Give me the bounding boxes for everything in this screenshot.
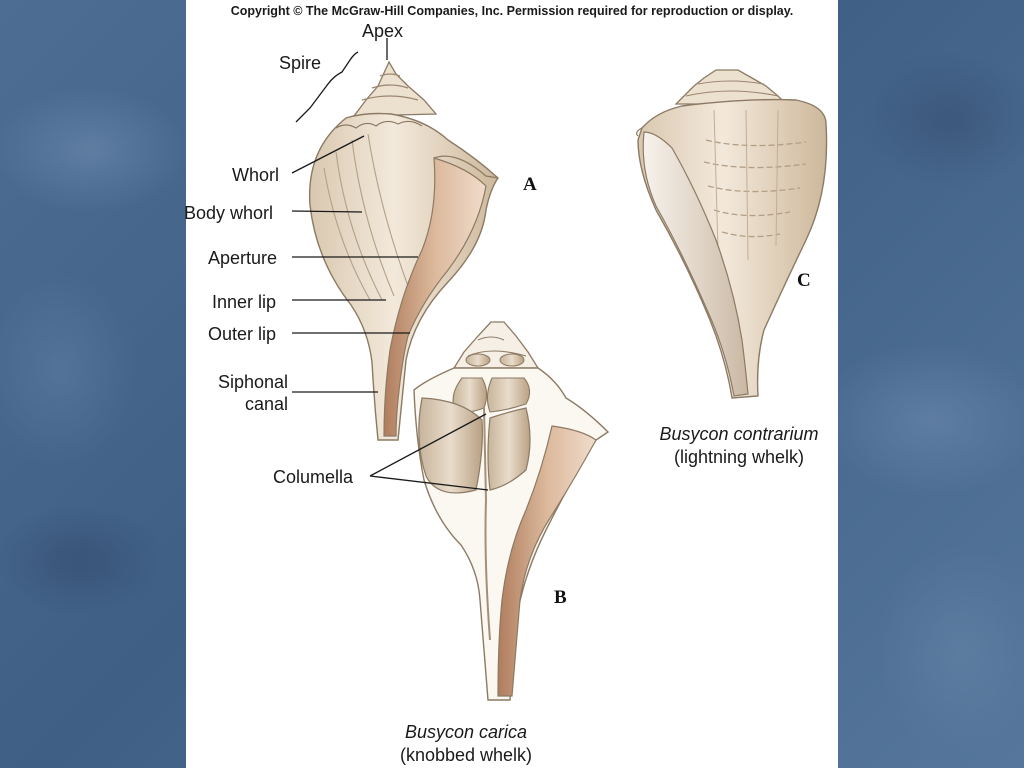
label-body-whorl: Body whorl [184,203,274,223]
label-whorl: Whorl [232,165,280,185]
whelk-illustration [291,38,828,701]
caption-knobbed-whelk: Busycon carica (knobbed whelk) [366,721,566,767]
label-aperture: Aperture [208,248,278,268]
label-siphonal-line2: canal [244,394,288,414]
shell-b-drawing [413,321,610,701]
label-outer-lip: Outer lip [208,324,277,344]
caption-knobbed-scientific: Busycon carica [404,722,528,742]
caption-lightning-scientific: Busycon contrarium [659,424,819,444]
label-siphonal-canal: Siphonal canal [196,371,288,415]
figure-letter-b: B [554,587,567,608]
caption-lightning-whelk: Busycon contrarium (lightning whelk) [639,423,839,469]
copyright-notice: Copyright © The McGraw-Hill Companies, I… [230,4,794,18]
label-spire: Spire [279,53,322,73]
shell-a-drawing [308,60,499,441]
label-inner-lip: Inner lip [212,292,277,312]
caption-knobbed-common: (knobbed whelk) [399,745,533,765]
caption-lightning-common: (lightning whelk) [673,447,805,467]
shell-c-drawing [636,69,828,399]
leader-lines [291,38,489,491]
label-siphonal-line1: Siphonal [217,372,288,392]
figure-letter-c: C [797,270,811,291]
figure-letter-a: A [523,174,537,195]
figure-panel: Copyright © The McGraw-Hill Companies, I… [184,0,839,768]
label-columella: Columella [273,467,354,487]
label-apex: Apex [362,21,404,41]
